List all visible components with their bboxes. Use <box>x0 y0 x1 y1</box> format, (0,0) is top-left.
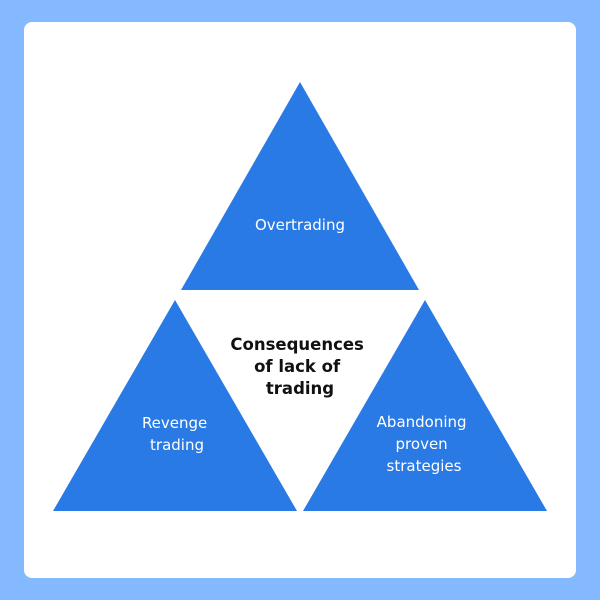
triangle-left-label: Revenge trading <box>142 414 212 454</box>
center-label: Consequences of lack of trading <box>230 335 369 398</box>
triangle-top <box>181 82 419 290</box>
triangle-right-label-line2: proven <box>396 435 448 453</box>
triangle-right-label: Abandoning proven strategies <box>377 413 472 475</box>
center-label-line2: of lack of <box>254 357 341 376</box>
center-label-line1: Consequences <box>230 335 364 354</box>
triangle-left-label-line2: trading <box>150 436 204 454</box>
triangle-top-label: Overtrading <box>255 216 345 234</box>
triangle-left <box>53 300 297 511</box>
triangle-right <box>303 300 547 511</box>
triangle-right-label-line1: Abandoning <box>377 413 467 431</box>
triangle-left-label-line1: Revenge <box>142 414 207 432</box>
triangle-top-label-line1: Overtrading <box>255 216 345 234</box>
triangle-right-label-line3: strategies <box>387 457 462 475</box>
center-label-line3: trading <box>266 379 334 398</box>
